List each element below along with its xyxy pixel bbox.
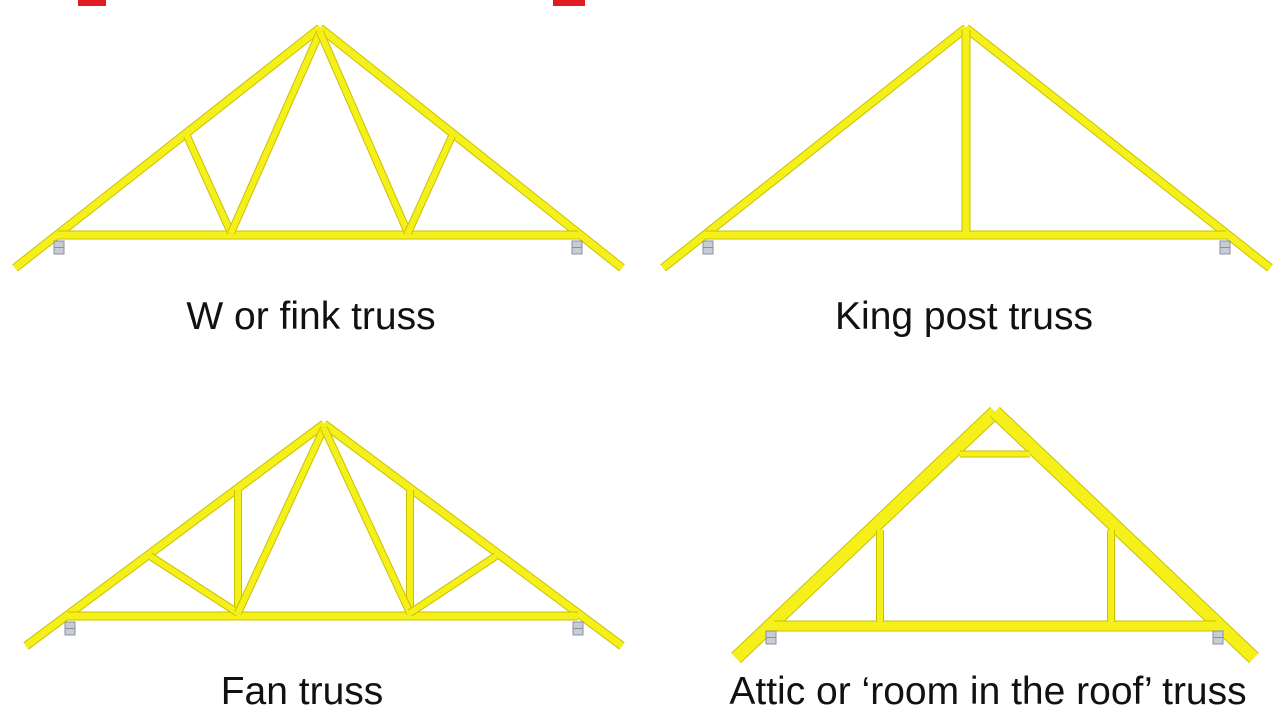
caption-attic-truss: Attic or ‘room in the roof’ truss xyxy=(729,670,1247,713)
truss-members-layer xyxy=(12,24,1273,664)
caption-king-post-truss: King post truss xyxy=(835,295,1093,338)
truss-bearings-layer xyxy=(53,240,1231,645)
king-right-rafter xyxy=(963,25,1273,271)
fink-left-rafter xyxy=(12,25,323,271)
fan-left-rafter xyxy=(23,421,327,649)
fan-right-rafter xyxy=(321,421,625,649)
king-left-rafter xyxy=(660,25,969,271)
fan-web-1 xyxy=(148,553,240,616)
attic-right-rafter xyxy=(990,407,1259,663)
header-accent-segment-left xyxy=(78,0,106,6)
caption-w-fink-truss: W or fink truss xyxy=(186,295,436,338)
header-accent-segment-right xyxy=(553,0,585,6)
fink-web-3 xyxy=(317,30,411,235)
fink-web-4 xyxy=(405,134,455,235)
caption-fan-truss: Fan truss xyxy=(220,670,384,713)
fink-right-rafter xyxy=(317,25,625,271)
fan-web-2 xyxy=(235,426,327,615)
header-accent-bar xyxy=(0,0,1280,8)
fink-web-2 xyxy=(228,30,323,235)
fink-web-1 xyxy=(184,134,234,235)
attic-left-rafter xyxy=(731,407,1000,663)
fan-web-4 xyxy=(408,553,498,616)
fan-web-3 xyxy=(321,426,413,615)
